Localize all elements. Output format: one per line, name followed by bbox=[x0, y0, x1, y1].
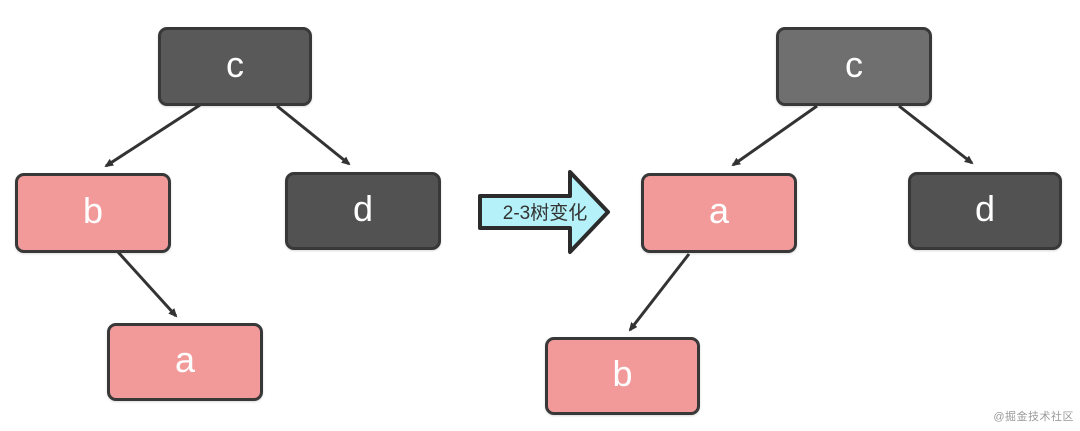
tree-node-left-d: d bbox=[285, 172, 441, 250]
tree-node-right-d: d bbox=[908, 172, 1062, 250]
edge-left-b-to-a bbox=[116, 250, 178, 318]
tree-node-label: a bbox=[708, 190, 730, 231]
tree-node-label: a bbox=[174, 339, 196, 380]
transform-arrow-shape bbox=[478, 170, 610, 254]
tree-node-left-b: b bbox=[15, 173, 171, 253]
tree-node-right-a: a bbox=[641, 173, 797, 253]
edge-left-c-to-b bbox=[104, 103, 201, 168]
tree-node-left-c: c bbox=[158, 27, 312, 106]
tree-node-label: d bbox=[352, 188, 374, 229]
watermark: @掘金技术社区 bbox=[993, 411, 1074, 423]
tree-node-label: c bbox=[226, 43, 244, 85]
tree-node-label: d bbox=[974, 188, 996, 229]
transform-arrow-label: 2-3树变化 bbox=[503, 202, 587, 224]
tree-node-right-c: c bbox=[776, 27, 932, 106]
edge-right-a-to-b bbox=[628, 253, 691, 332]
tree-node-left-a: a bbox=[107, 323, 263, 401]
tree-node-label: b bbox=[82, 190, 104, 231]
tree-node-label: b bbox=[612, 353, 633, 394]
edge-right-c-to-a bbox=[731, 104, 818, 167]
edge-right-c-to-d bbox=[898, 104, 974, 165]
tree-node-right-b: b bbox=[545, 337, 700, 415]
edge-left-c-to-d bbox=[276, 104, 351, 166]
tree-node-label: c bbox=[845, 43, 863, 85]
